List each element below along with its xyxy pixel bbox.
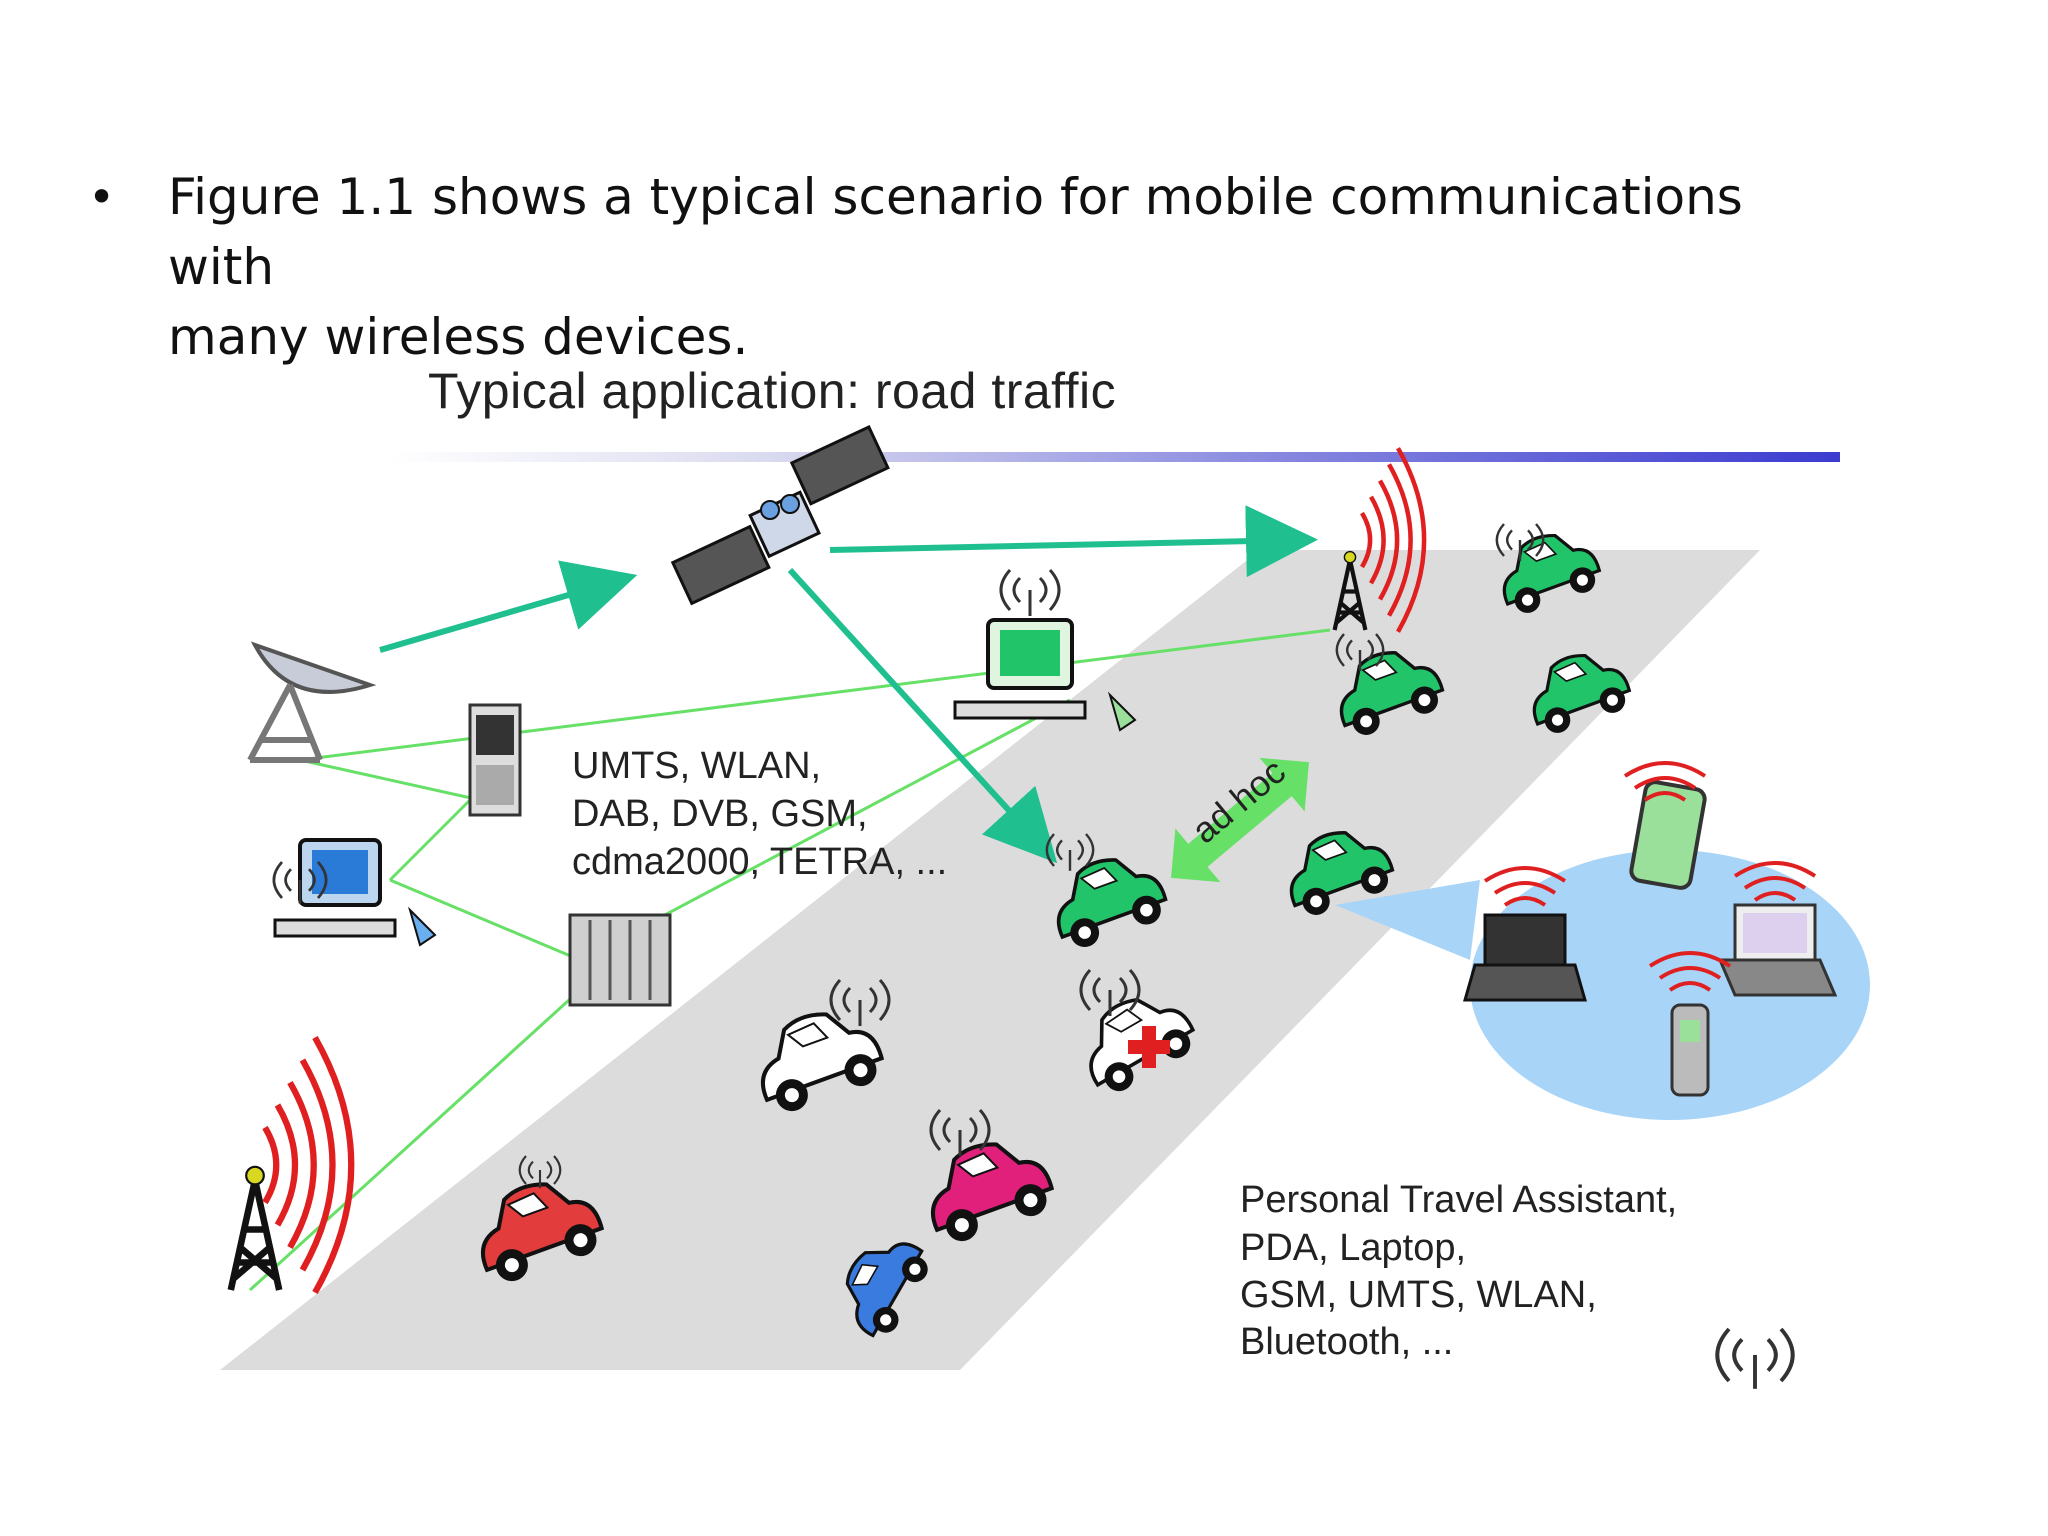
pta-label-line3: GSM, UMTS, WLAN, [1240, 1274, 1597, 1316]
computer-blue-icon [273, 838, 437, 947]
rack-icon [568, 913, 672, 1007]
red-cross-icon [1128, 1026, 1170, 1068]
satellite-icon [670, 425, 890, 606]
road [220, 550, 1760, 1370]
networks-label-line3: cdma2000, TETRA, ... [572, 841, 947, 883]
signal-icon-bottom-right [1715, 1327, 1795, 1391]
server-icon [468, 703, 522, 817]
networks-label: UMTS, WLAN, DAB, DVB, GSM, cdma2000, TET… [572, 745, 947, 883]
figure-title: Typical application: road traffic [428, 363, 1117, 419]
computer-green-icon [953, 618, 1137, 732]
title-rule [390, 452, 1840, 462]
networks-label-line2: DAB, DVB, GSM, [572, 793, 868, 835]
satellite-dish-icon [247, 641, 377, 763]
satellite-arrows [379, 505, 1318, 864]
pda-icon [1629, 780, 1707, 890]
pta-label-line4: Bluetooth, ... [1240, 1321, 1453, 1363]
personal-travel-assistant-label: Personal Travel Assistant, PDA, Laptop, … [1240, 1179, 1688, 1363]
pta-label-line2: PDA, Laptop, [1240, 1227, 1466, 1269]
bullet-text-line1: Figure 1.1 shows a typical scenario for … [168, 168, 1743, 296]
networks-label-line1: UMTS, WLAN, [572, 745, 821, 787]
laptop-light-icon [1717, 903, 1838, 997]
bullet-text-line2: many wireless devices. [168, 308, 749, 366]
adhoc-arrow [1171, 757, 1309, 883]
laptop-dark-icon [1463, 913, 1587, 1002]
bullet-symbol: • [88, 170, 116, 224]
mobile-phone-icon [1670, 1003, 1710, 1097]
pta-label-line1: Personal Travel Assistant, [1240, 1179, 1677, 1221]
bullet-text: Figure 1.1 shows a typical scenario for … [168, 162, 1788, 372]
